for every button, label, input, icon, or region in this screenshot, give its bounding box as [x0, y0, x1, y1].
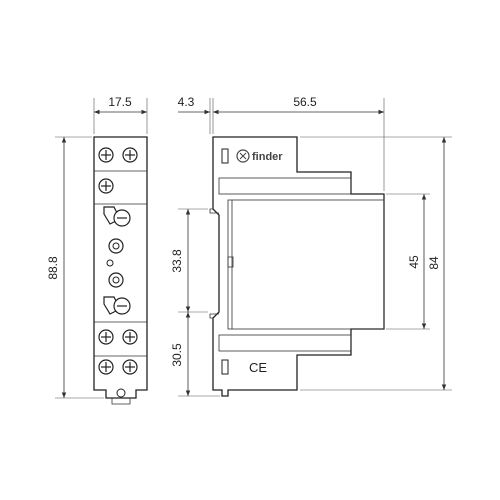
- finder-logo-icon: [236, 149, 250, 163]
- dim-window-height: 45: [407, 255, 421, 269]
- dim-rail-height: 33.8: [170, 249, 184, 273]
- adjustment-knob-upper: [103, 206, 131, 227]
- screw-terminal-b1: [98, 178, 114, 194]
- screw-terminal-c2: [122, 329, 138, 345]
- dim-total-height-front: 88.8: [46, 256, 60, 280]
- lower-label-band: [218, 334, 352, 352]
- front-view: [93, 136, 148, 405]
- front-window: [227, 199, 385, 330]
- dim-side-depth: 56.5: [293, 95, 317, 109]
- dim-lower-offset: 30.5: [170, 343, 184, 367]
- front-dimensions: 17.5 88.8: [46, 95, 148, 399]
- side-view: finder CE: [209, 136, 385, 397]
- side-dimensions: 4.3 56.5 33.8 30.5 45 84: [170, 95, 452, 397]
- brand-text: finder: [252, 151, 283, 163]
- screw-terminal-c1: [98, 329, 114, 345]
- brand-logo: finder: [221, 148, 283, 164]
- ce-mark-text: CE: [249, 360, 267, 375]
- din-clip: [111, 388, 131, 405]
- screw-terminal-d1: [98, 359, 114, 375]
- front-body-outline: [93, 136, 148, 399]
- din-rail-slot-lower: [209, 313, 219, 319]
- led-indicator-1: [108, 238, 124, 254]
- screw-terminal-a2: [122, 147, 138, 163]
- led-indicator-3: [108, 272, 124, 288]
- ce-marking: CE: [221, 359, 267, 375]
- dim-front-width: 17.5: [108, 95, 132, 109]
- screw-terminal-d2: [122, 359, 138, 375]
- dim-total-height-side: 84: [427, 256, 441, 270]
- screw-terminal-a1: [98, 147, 114, 163]
- upper-label-band: [218, 177, 352, 195]
- led-indicator-2: [106, 259, 114, 267]
- dim-rail-offset: 4.3: [178, 95, 195, 109]
- din-rail-slot-upper: [209, 208, 219, 214]
- adjustment-knob-lower: [103, 296, 131, 315]
- side-body-outline: [212, 136, 385, 397]
- rail-latch: [227, 256, 234, 268]
